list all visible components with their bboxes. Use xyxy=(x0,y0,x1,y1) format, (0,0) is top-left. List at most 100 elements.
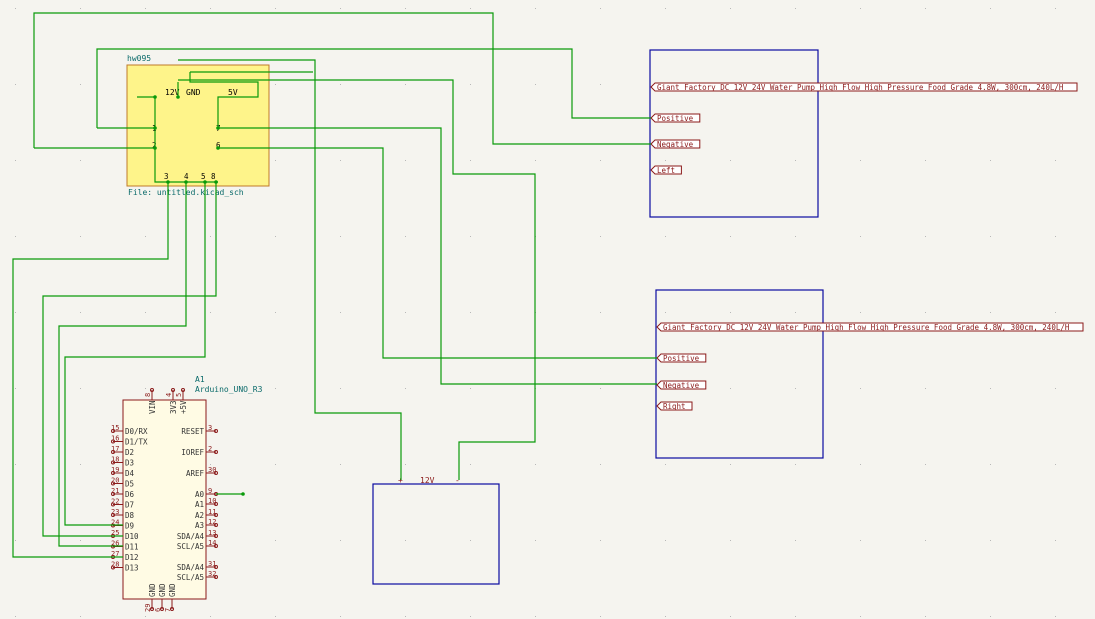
pump-left-pin-positive-shape xyxy=(650,113,701,123)
grid-dot xyxy=(470,540,471,541)
arduino-pin-end xyxy=(181,388,185,392)
grid-dot xyxy=(730,616,731,617)
grid-dot xyxy=(860,616,861,617)
hw095-pin-label: 8 xyxy=(211,172,216,181)
supply-12v-sheet[interactable]: 12V + - xyxy=(372,476,500,585)
grid-dot xyxy=(860,160,861,161)
wire xyxy=(42,182,217,537)
wire-junction xyxy=(216,146,220,150)
grid-dot xyxy=(275,388,276,389)
grid-dot xyxy=(730,236,731,237)
grid-dot xyxy=(405,160,406,161)
grid-dot xyxy=(145,616,146,617)
pump-left-pin-left-shape xyxy=(650,165,682,175)
supply-plus: + xyxy=(398,476,403,485)
grid-dot xyxy=(925,464,926,465)
grid-dot xyxy=(600,160,601,161)
grid-dot xyxy=(470,84,471,85)
arduino-pin-name: D8 xyxy=(125,511,135,520)
pump-left-sheet[interactable]: Giant Factory DC 12V 24V Water Pump High… xyxy=(649,49,1078,218)
pump-left-title-shape xyxy=(650,82,1078,92)
wire-junction xyxy=(241,492,245,496)
grid-dot xyxy=(990,464,991,465)
grid-dot xyxy=(340,8,341,9)
arduino-pin-end xyxy=(111,429,115,433)
grid-dot xyxy=(405,616,406,617)
grid-dot xyxy=(600,388,601,389)
grid-dot xyxy=(990,312,991,313)
grid-dot xyxy=(665,236,666,237)
arduino-pin-end xyxy=(214,523,218,527)
grid-dot xyxy=(210,236,211,237)
grid-dot xyxy=(340,616,341,617)
grid-dot xyxy=(600,312,601,313)
grid-dot xyxy=(470,8,471,9)
grid-dot xyxy=(210,616,211,617)
grid-dot xyxy=(470,236,471,237)
grid-dot xyxy=(210,312,211,313)
grid-dot xyxy=(340,236,341,237)
arduino-pin-end xyxy=(214,471,218,475)
grid-dot xyxy=(860,464,861,465)
pump-left-title: Giant Factory DC 12V 24V Water Pump High… xyxy=(657,83,1064,92)
grid-dot xyxy=(600,464,601,465)
grid-dot xyxy=(275,236,276,237)
grid-dot xyxy=(925,312,926,313)
grid-dot xyxy=(600,84,601,85)
pump-left-labels: Giant Factory DC 12V 24V Water Pump High… xyxy=(650,82,1078,175)
grid-dots xyxy=(15,8,1056,617)
arduino-pin-name: D2 xyxy=(125,448,134,457)
grid-dot xyxy=(795,160,796,161)
arduino-pin-end xyxy=(111,502,115,507)
arduino-pin-number: 26 xyxy=(111,540,119,548)
grid-dot xyxy=(730,540,731,541)
arduino-pin-name: D13 xyxy=(125,564,139,573)
arduino-pin-number: 2 xyxy=(208,445,212,453)
arduino-ref: A1 xyxy=(195,375,205,384)
arduino-pin-number: 12 xyxy=(208,518,216,526)
arduino-pin-end xyxy=(111,513,115,517)
arduino-pin-number: 7 xyxy=(164,608,172,612)
supply-minus: - xyxy=(455,476,460,485)
grid-dot xyxy=(990,160,991,161)
grid-dot xyxy=(990,616,991,617)
arduino-pin-number: 6 xyxy=(154,608,162,612)
grid-dot xyxy=(340,464,341,465)
grid-dot xyxy=(990,388,991,389)
pump-right-sheet[interactable]: Giant Factory DC 12V 24V Water Pump High… xyxy=(655,289,1084,459)
arduino-pin-name: SDA/A4 xyxy=(177,563,205,572)
grid-dot xyxy=(925,8,926,9)
hw095-pin-label: 2 xyxy=(152,141,157,150)
arduino-pin-name: SCL/A5 xyxy=(177,573,204,582)
pump-right-sheet-body[interactable] xyxy=(655,289,824,459)
arduino-body[interactable] xyxy=(122,399,207,600)
grid-dot xyxy=(730,160,731,161)
wire-junction xyxy=(166,180,170,184)
arduino-pin-number: 29 xyxy=(144,604,152,612)
grid-dot xyxy=(925,388,926,389)
grid-dot xyxy=(405,464,406,465)
arduino-pin-name: VIN xyxy=(148,400,157,414)
arduino-pin-name: D1/TX xyxy=(125,438,148,447)
grid-dot xyxy=(860,540,861,541)
grid-dot xyxy=(405,388,406,389)
grid-dot xyxy=(730,8,731,9)
arduino-pin-end xyxy=(111,439,115,444)
arduino-pin-number: 18 xyxy=(111,456,119,464)
arduino-pin-end xyxy=(214,534,218,538)
grid-dot xyxy=(80,388,81,389)
supply-sheet-body[interactable] xyxy=(372,483,500,585)
pump-left-sheet-body[interactable] xyxy=(649,49,819,218)
grid-dot xyxy=(665,464,666,465)
wire xyxy=(58,182,187,547)
grid-dot xyxy=(535,8,536,9)
wire-junction xyxy=(153,95,157,99)
grid-dot xyxy=(1055,464,1056,465)
grid-dot xyxy=(80,540,81,541)
grid-dot xyxy=(1055,312,1056,313)
hw095-sheet-body[interactable] xyxy=(126,64,270,187)
arduino-pin-name: D7 xyxy=(125,501,134,510)
